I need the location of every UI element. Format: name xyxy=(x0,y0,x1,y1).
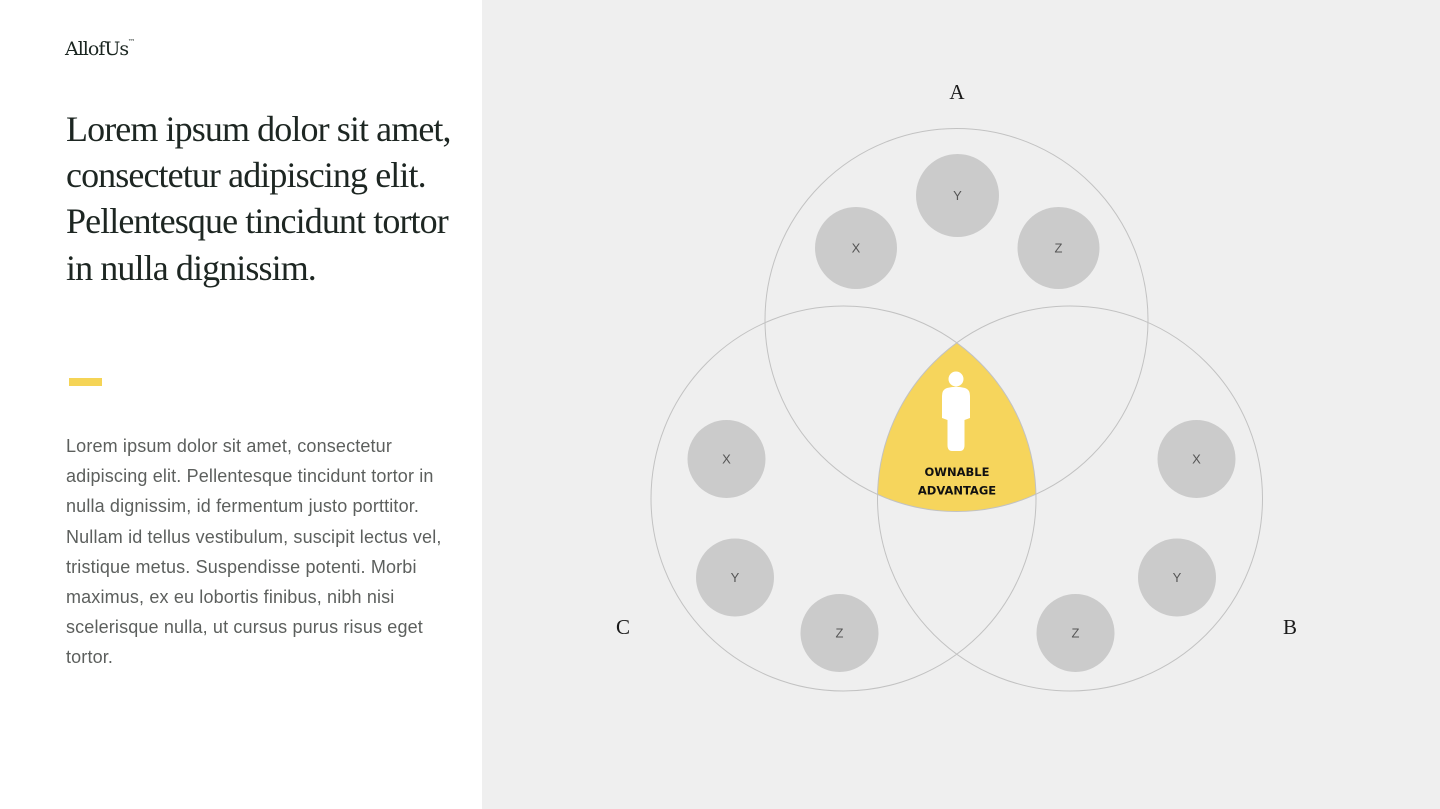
ownable-advantage-region xyxy=(877,306,1036,512)
set-a-circle xyxy=(764,128,1149,512)
svg-text:Z: Z xyxy=(836,626,844,641)
set-a-node-z: Z xyxy=(1017,207,1100,289)
svg-text:Z: Z xyxy=(1055,241,1063,256)
svg-text:Y: Y xyxy=(1173,570,1182,585)
set-c-node-y: Y xyxy=(696,538,774,617)
svg-text:X: X xyxy=(852,241,861,256)
ownable-advantage-label-line1: OWNABLE xyxy=(925,465,990,479)
set-c-node-z: Z xyxy=(800,594,879,672)
svg-text:Y: Y xyxy=(731,570,740,585)
set-a-node-y: Y xyxy=(916,154,999,237)
set-b-node-x: X xyxy=(1157,420,1236,498)
brand-logo: AllofUs™ xyxy=(65,38,136,60)
svg-text:X: X xyxy=(722,452,731,467)
set-b-label: B xyxy=(1283,615,1297,639)
ownable-advantage-label-line2: ADVANTAGE xyxy=(918,484,996,498)
headline: Lorem ipsum dolor sit amet, consectetur … xyxy=(66,109,452,288)
set-a-node-x: X xyxy=(815,207,897,289)
set-a-label: A xyxy=(949,80,965,104)
person-icon xyxy=(942,371,970,451)
svg-text:X: X xyxy=(1192,452,1201,467)
svg-text:Y: Y xyxy=(953,188,962,203)
set-c-node-x: X xyxy=(687,420,766,498)
accent-divider xyxy=(69,378,102,386)
diagram-panel: A B C X Y Z X Y Z xyxy=(482,0,1440,809)
svg-text:Z: Z xyxy=(1072,626,1080,641)
venn-diagram: A B C X Y Z X Y Z xyxy=(616,80,1297,692)
set-b-circle xyxy=(877,305,1263,692)
set-c-label: C xyxy=(616,615,630,639)
set-b-node-y: Y xyxy=(1138,538,1216,617)
set-c-circle xyxy=(650,305,1037,692)
set-b-node-z: Z xyxy=(1036,594,1115,672)
body-paragraph: Lorem ipsum dolor sit amet, consectetur … xyxy=(66,436,442,668)
text-panel: AllofUs™ Lorem ipsum dolor sit amet, con… xyxy=(0,0,482,809)
